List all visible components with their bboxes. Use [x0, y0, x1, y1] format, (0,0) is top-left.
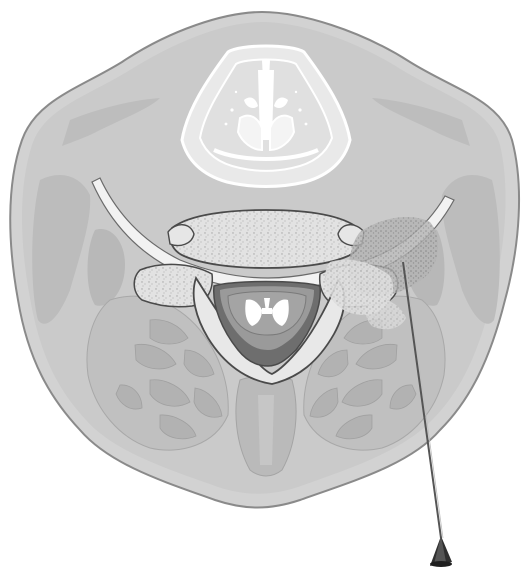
vertebral-body-icon [170, 210, 360, 268]
nuchal-ligament-icon [258, 395, 274, 465]
